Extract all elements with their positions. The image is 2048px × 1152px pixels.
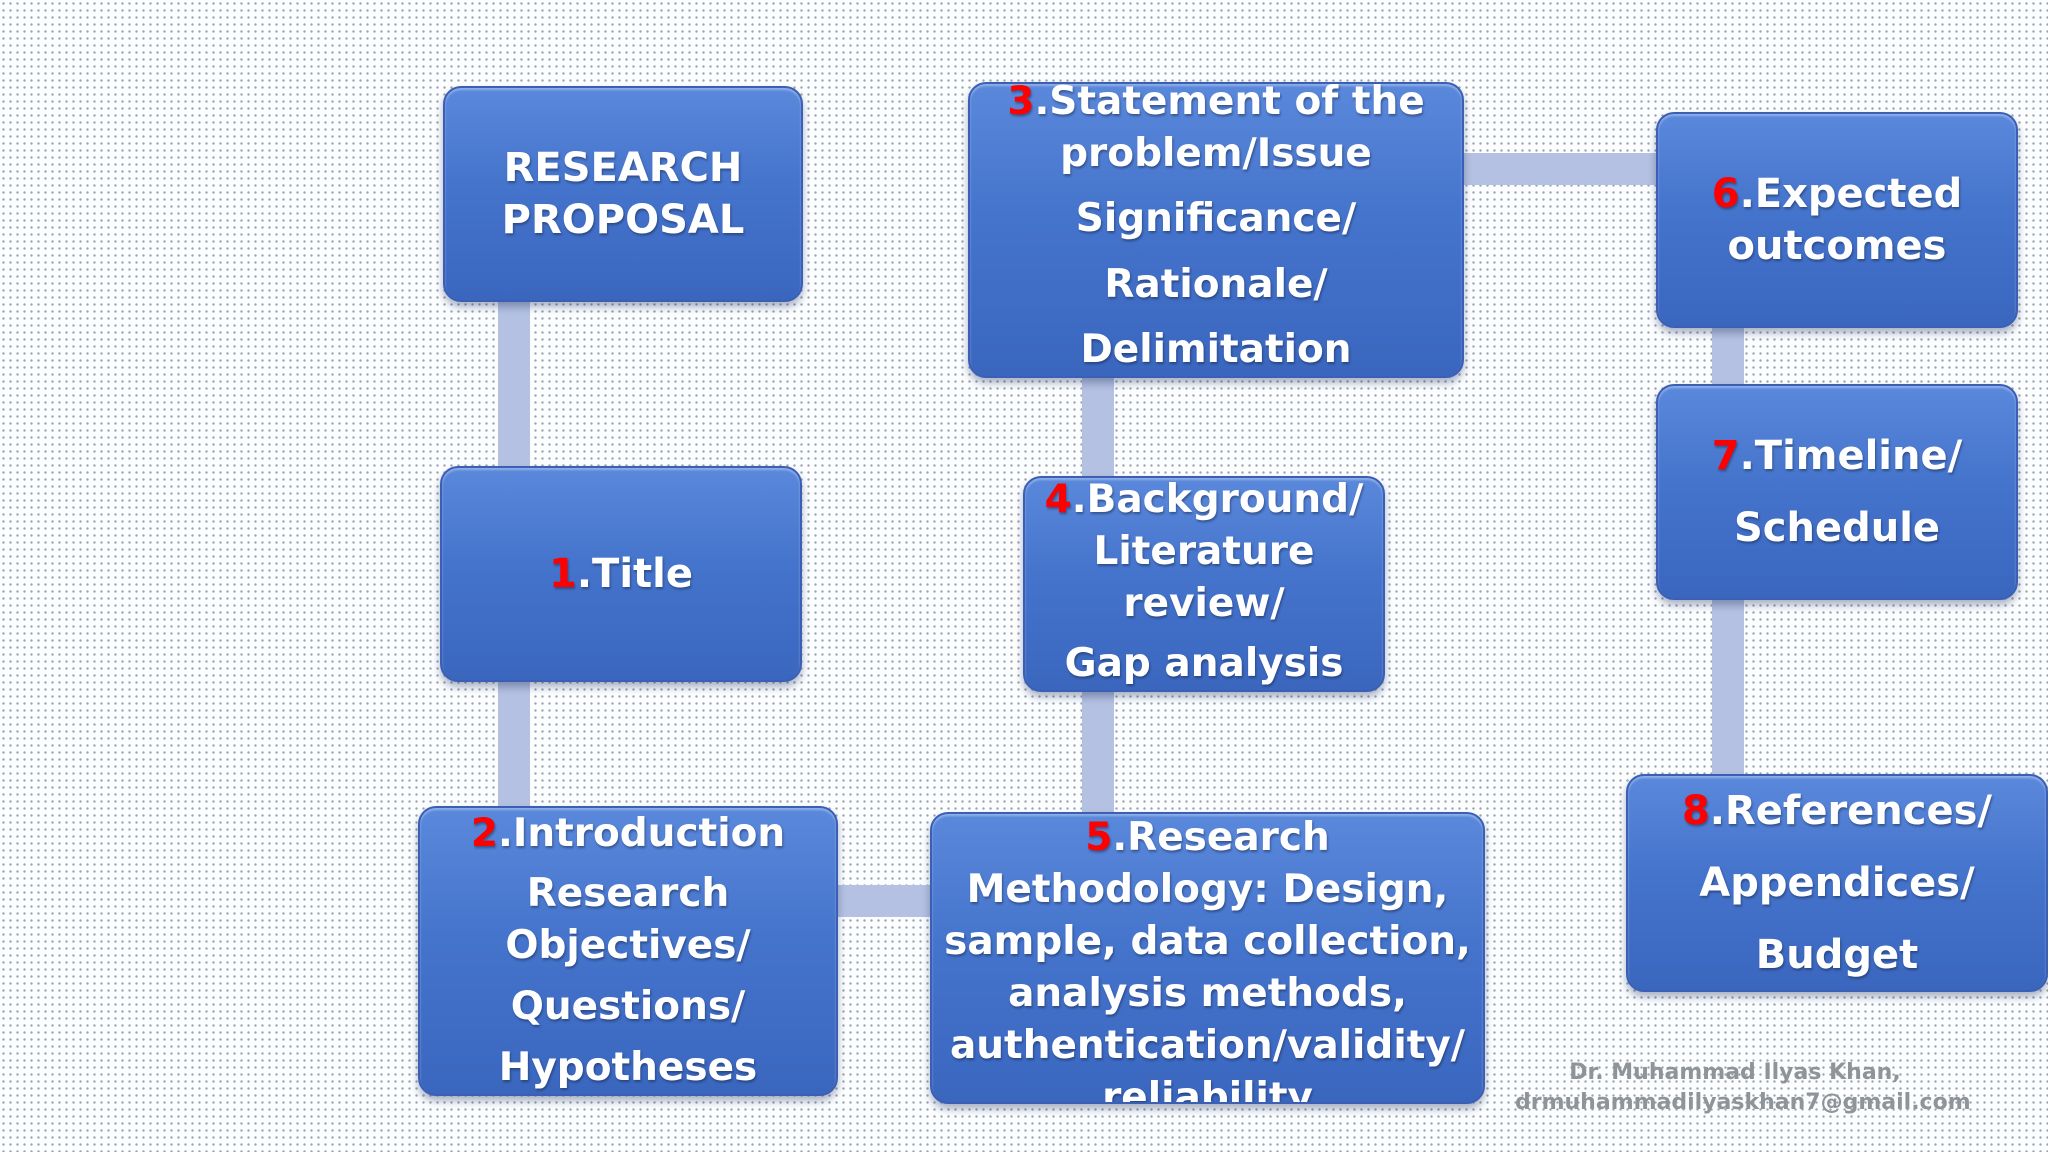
methodology-line-1: Methodology: Design, (966, 867, 1449, 912)
background-box: 4.Background/ Literature review/ Gap ana… (1023, 476, 1385, 692)
timeline-heading: 7.Timeline/ (1712, 430, 1962, 482)
outcomes-label: .Expected (1739, 171, 1963, 217)
step-number-1: 1 (549, 551, 577, 597)
research-proposal-box: RESEARCH PROPOSAL (443, 86, 803, 302)
proposal-line-1: RESEARCH (503, 145, 743, 191)
statement-line-4: Delimitation (1080, 326, 1352, 372)
references-box: 8.References/ Appendices/ Budget (1626, 774, 2048, 992)
step-number-8: 8 (1681, 788, 1710, 834)
timeline-box: 7.Timeline/ Schedule (1656, 384, 2018, 600)
connector-proposal-title (498, 300, 530, 470)
introduction-line-2: Objectives/ (505, 923, 751, 969)
statement-line-3: Rationale/ (1104, 261, 1328, 307)
methodology-box: 5.Research Methodology: Design, sample, … (930, 812, 1485, 1104)
introduction-heading: 2.Introduction (471, 808, 785, 860)
statement-heading: 3.Statement of the (1007, 82, 1425, 128)
timeline-label: .Timeline/ (1739, 433, 1963, 479)
proposal-line-2: PROPOSAL (501, 197, 745, 243)
connector-title-introduction (498, 680, 530, 810)
methodology-line-4: authentication/validity/ (949, 1023, 1466, 1068)
references-heading: 8.References/ (1682, 785, 1992, 837)
connector-timeline-references (1712, 598, 1744, 780)
statement-label: .Statement of the (1034, 82, 1425, 124)
references-label: .References/ (1709, 788, 1993, 834)
connector-statement-outcomes (1460, 153, 1660, 185)
author-credit: Dr. Muhammad Ilyas Khan, drmuhammadilyas… (1515, 1058, 1971, 1118)
methodology-line-2: sample, data collection, (944, 919, 1471, 964)
step-number-2: 2 (470, 811, 498, 856)
references-line-2: Budget (1755, 932, 1919, 978)
timeline-line-1: Schedule (1733, 505, 1941, 551)
author-email: drmuhammadilyaskhan7@gmail.com (1515, 1090, 1971, 1115)
methodology-line-3: analysis methods, (1008, 971, 1407, 1016)
introduction-box: 2.Introduction Research Objectives/ Ques… (418, 806, 838, 1096)
title-box: 1.Title (440, 466, 802, 682)
background-line-3: Gap analysis (1064, 641, 1344, 686)
expected-outcomes-box: 6.Expected outcomes (1656, 112, 2018, 328)
connector-outcomes-timeline (1712, 325, 1744, 390)
methodology-label: .Research (1112, 815, 1330, 860)
connector-background-statement (1082, 375, 1114, 480)
background-line-2: review/ (1123, 581, 1285, 626)
references-line-1: Appendices/ (1699, 860, 1975, 906)
statement-box: 3.Statement of the problem/Issue Signifi… (968, 82, 1464, 378)
outcomes-line-1: outcomes (1727, 223, 1947, 269)
connector-introduction-methodology (835, 885, 935, 917)
author-name: Dr. Muhammad Ilyas Khan, (1569, 1060, 1901, 1085)
step-number-7: 7 (1711, 433, 1740, 479)
background-heading: 4.Background/ (1044, 477, 1364, 526)
statement-line-2: Significance/ (1075, 196, 1357, 242)
background-line-1: Literature (1093, 529, 1315, 574)
step-number-6: 6 (1711, 171, 1740, 217)
introduction-line-1: Research (526, 871, 730, 917)
step-number-3: 3 (1007, 82, 1035, 124)
introduction-line-3: Questions/ (510, 984, 746, 1030)
methodology-heading: 5.Research (1085, 814, 1330, 864)
statement-line-1: problem/Issue (1060, 131, 1372, 176)
title-label: .Title (576, 551, 693, 597)
step-number-5: 5 (1085, 815, 1113, 860)
step-number-4: 4 (1044, 477, 1072, 522)
connector-methodology-background (1082, 690, 1114, 820)
introduction-line-4: Hypotheses (498, 1045, 758, 1090)
background-label: .Background/ (1071, 477, 1364, 522)
outcomes-heading: 6.Expected (1712, 168, 1963, 220)
title-heading: 1.Title (549, 548, 693, 600)
methodology-line-5: reliability (1102, 1075, 1313, 1104)
introduction-label: .Introduction (498, 811, 786, 856)
